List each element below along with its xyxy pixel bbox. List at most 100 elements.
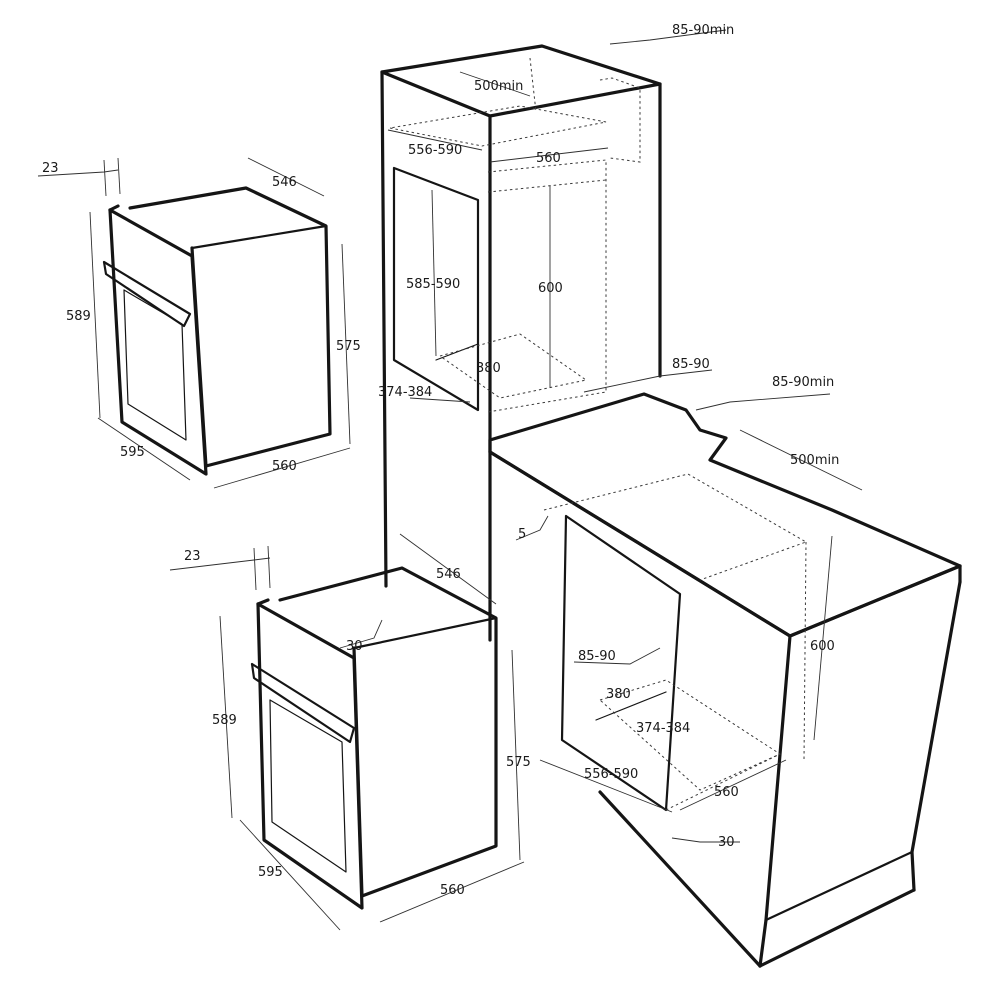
dim-line-bottom-23 — [169, 557, 271, 571]
tall-cabinet-rear-duct-2 — [529, 57, 537, 113]
tall-cabinet-niche-shelf — [435, 343, 479, 361]
countertop-front-edge — [488, 450, 792, 638]
counter-cabinet-plinth-right — [910, 850, 916, 892]
label-counter-374-384: 374-384 — [636, 721, 690, 736]
dim-line-tall-374-384 — [409, 397, 471, 403]
dim-line-counter-600 — [813, 535, 833, 741]
top-oven-panel-edge — [108, 204, 120, 212]
label-bottom-oven-560: 560 — [440, 883, 465, 898]
bottom-oven-body — [278, 566, 498, 898]
label-counter-600: 600 — [810, 639, 835, 654]
label-top-oven-575: 575 — [336, 339, 361, 354]
top-oven-body-top-edge — [190, 224, 328, 250]
bottom-oven — [250, 566, 498, 910]
label-bottom-oven-595: 595 — [258, 865, 283, 880]
label-counter-30: 30 — [718, 835, 735, 850]
dim-line-counter-5 — [515, 515, 549, 541]
tall-cabinet-left-edge — [380, 70, 388, 588]
counter-cabinet-plinth-line — [764, 850, 914, 922]
dim-line-counter-500min — [739, 429, 863, 491]
dim-line-top-575 — [341, 243, 351, 445]
bottom-oven-body-top-edge — [352, 616, 498, 650]
top-oven-handle — [102, 260, 192, 328]
label-bottom-oven-575: 575 — [506, 755, 531, 770]
top-oven-panel — [108, 208, 208, 476]
dim-line-tall-560 — [489, 147, 609, 163]
label-tall-85-90min: 85-90min — [672, 23, 734, 38]
label-top-oven-546: 546 — [272, 175, 297, 190]
counter-cabinet-right-side — [910, 580, 962, 854]
dim-line-top-589 — [89, 211, 101, 419]
dim-line-top-23 — [37, 169, 119, 177]
dim-line-tall-85-90 — [583, 369, 713, 393]
countertop-right-edge — [788, 564, 962, 638]
label-tall-585-590: 585-590 — [406, 277, 460, 292]
top-oven-window — [123, 289, 187, 441]
dim-tick — [267, 545, 271, 589]
dim-line-bottom-30 — [339, 619, 383, 649]
counter-cabinet-plinth-front — [758, 918, 768, 968]
label-top-oven-23: 23 — [42, 161, 59, 176]
label-tall-600: 600 — [538, 281, 563, 296]
dim-line-counter-556-590 — [539, 759, 673, 813]
counter-cabinet-inner-top — [543, 473, 808, 581]
label-tall-85-90: 85-90 — [672, 357, 710, 372]
tall-cabinet-niche — [392, 166, 480, 412]
label-counter-380: 380 — [606, 687, 631, 702]
label-top-oven-560: 560 — [272, 459, 297, 474]
label-tall-380: 380 — [476, 361, 501, 376]
dim-tick — [253, 547, 257, 591]
dim-line-bottom-589 — [219, 615, 233, 819]
dim-line-bottom-595 — [239, 819, 341, 931]
countertop-top — [488, 392, 962, 638]
top-oven — [102, 186, 332, 476]
dim-tick — [103, 159, 107, 197]
label-tall-500min: 500min — [474, 79, 523, 94]
label-counter-85-90: 85-90 — [578, 649, 616, 664]
bottom-oven-window — [269, 699, 347, 873]
counter-cabinet-shelf — [595, 691, 667, 721]
counter-cabinet-front-corner — [764, 634, 792, 922]
dim-line-counter-85-90 — [573, 647, 661, 665]
label-counter-556-590: 556-590 — [584, 767, 638, 782]
tall-cabinet-inner-top — [389, 105, 607, 147]
label-bottom-oven-589: 589 — [212, 713, 237, 728]
counter-cabinet-front-bottom — [598, 790, 762, 968]
tall-cabinet-inner-mid — [487, 179, 607, 193]
counter-cabinet-base — [758, 888, 916, 968]
dim-line-top-546 — [247, 157, 325, 197]
dim-line-tall-500min — [459, 71, 531, 97]
dim-line-top-560 — [213, 447, 351, 489]
label-tall-556-590: 556-590 — [408, 143, 462, 158]
label-top-oven-589: 589 — [66, 309, 91, 324]
label-bottom-oven-546: 546 — [436, 567, 461, 582]
counter-cabinet-inner-rear — [803, 541, 807, 761]
bottom-oven-panel-edge — [256, 598, 270, 606]
label-counter-560: 560 — [714, 785, 739, 800]
dim-tick — [117, 157, 121, 195]
label-bottom-oven-23: 23 — [184, 549, 201, 564]
dim-line-counter-560 — [679, 759, 787, 811]
label-bottom-oven-30: 30 — [346, 639, 363, 654]
dim-line-bottom-575 — [511, 649, 521, 861]
dim-line-counter-30 — [671, 837, 740, 843]
bottom-oven-handle — [250, 662, 356, 744]
dim-line-tall-585-590 — [431, 189, 437, 357]
bottom-oven-panel — [256, 602, 364, 910]
counter-cabinet-inner-bottom — [665, 753, 781, 811]
label-tall-560: 560 — [536, 151, 561, 166]
tall-cabinet-vent-floor — [439, 333, 588, 399]
tall-cabinet — [380, 44, 662, 642]
label-counter-5: 5 — [518, 527, 526, 542]
dim-line-tall-556-590 — [387, 129, 483, 151]
label-tall-374-384: 374-384 — [378, 385, 432, 400]
dim-line-bottom-546 — [399, 533, 497, 605]
dimension-labels: 23 546 589 575 595 560 23 546 30 589 575… — [42, 23, 839, 898]
dim-line-counter-85-90min — [695, 393, 831, 411]
label-top-oven-595: 595 — [120, 445, 145, 460]
counter-cabinet — [488, 392, 962, 968]
dim-line-tall-85-90min — [609, 29, 727, 45]
label-counter-85-90min: 85-90min — [772, 375, 834, 390]
dimension-lines — [37, 29, 863, 931]
